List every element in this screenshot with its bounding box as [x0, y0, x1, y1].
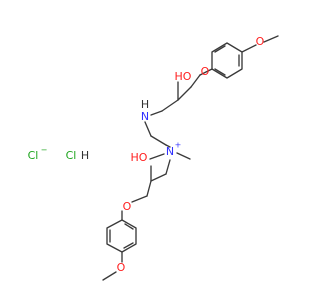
chloride-ion: Cl	[28, 149, 39, 162]
hydroxyl-label-bottom: HO	[131, 151, 148, 164]
bond-ch2-choh-bottom	[150, 173, 167, 182]
bond-nh-ch2	[144, 121, 152, 137]
chloride-charge: −	[41, 146, 48, 155]
methoxy-oxygen-bottom: O	[117, 261, 126, 274]
bond-ring-o-top	[199, 68, 213, 76]
top-ring-double-3	[214, 45, 226, 53]
atom-label-layer: O O HO H N N + HO O O	[117, 35, 265, 274]
hydrochloride-hydrogen: H	[81, 149, 89, 162]
bond-choh-ch2n-top	[161, 99, 179, 112]
bottom-ring-double-1	[124, 223, 134, 230]
top-ring-double-2	[214, 68, 226, 76]
top-benzene-ring	[211, 42, 243, 79]
bond-o-ch2-top	[190, 74, 201, 88]
amine-hydrogen: H	[141, 98, 149, 111]
bond-ch2-o-bottom	[131, 195, 148, 203]
bond-choh-ch2o-bottom	[146, 180, 152, 197]
bottom-ring-double-2	[123, 242, 134, 249]
quaternary-nitrogen: N	[166, 145, 174, 158]
molecule-canvas: O O HO H N N + HO O O Cl − Cl H	[27, 35, 279, 281]
bond-nquat-methyl-left	[149, 153, 165, 160]
bottom-benzene-ring	[106, 219, 137, 253]
molecule-structure: O O HO H N N + HO O O Cl − Cl H	[28, 35, 279, 281]
quaternary-nitrogen-charge: +	[175, 141, 182, 150]
methoxy-oxygen-top: O	[256, 35, 265, 48]
ether-oxygen-top: O	[201, 65, 210, 78]
bond-o-methyl-bottom	[102, 271, 117, 281]
bond-layer	[102, 35, 279, 281]
bond-nquat-ch2-bottom	[165, 159, 171, 175]
bond-methyl-o-top	[263, 35, 279, 43]
hydroxyl-label-top: HO	[175, 70, 192, 83]
hydrochloride-chlorine: Cl	[66, 149, 77, 162]
bond-ethylene	[150, 135, 167, 146]
bond-nquat-methyl-right	[176, 152, 191, 160]
bond-ch2-nh	[150, 110, 163, 116]
counterion-layer: Cl − Cl H	[28, 146, 90, 163]
bond-ch2-nquat	[165, 144, 171, 148]
ether-oxygen-bottom: O	[123, 200, 132, 213]
bond-ch2-choh-top	[177, 86, 192, 101]
secondary-amine-nitrogen: N	[141, 110, 149, 123]
bond-o-ring-top	[241, 44, 257, 53]
